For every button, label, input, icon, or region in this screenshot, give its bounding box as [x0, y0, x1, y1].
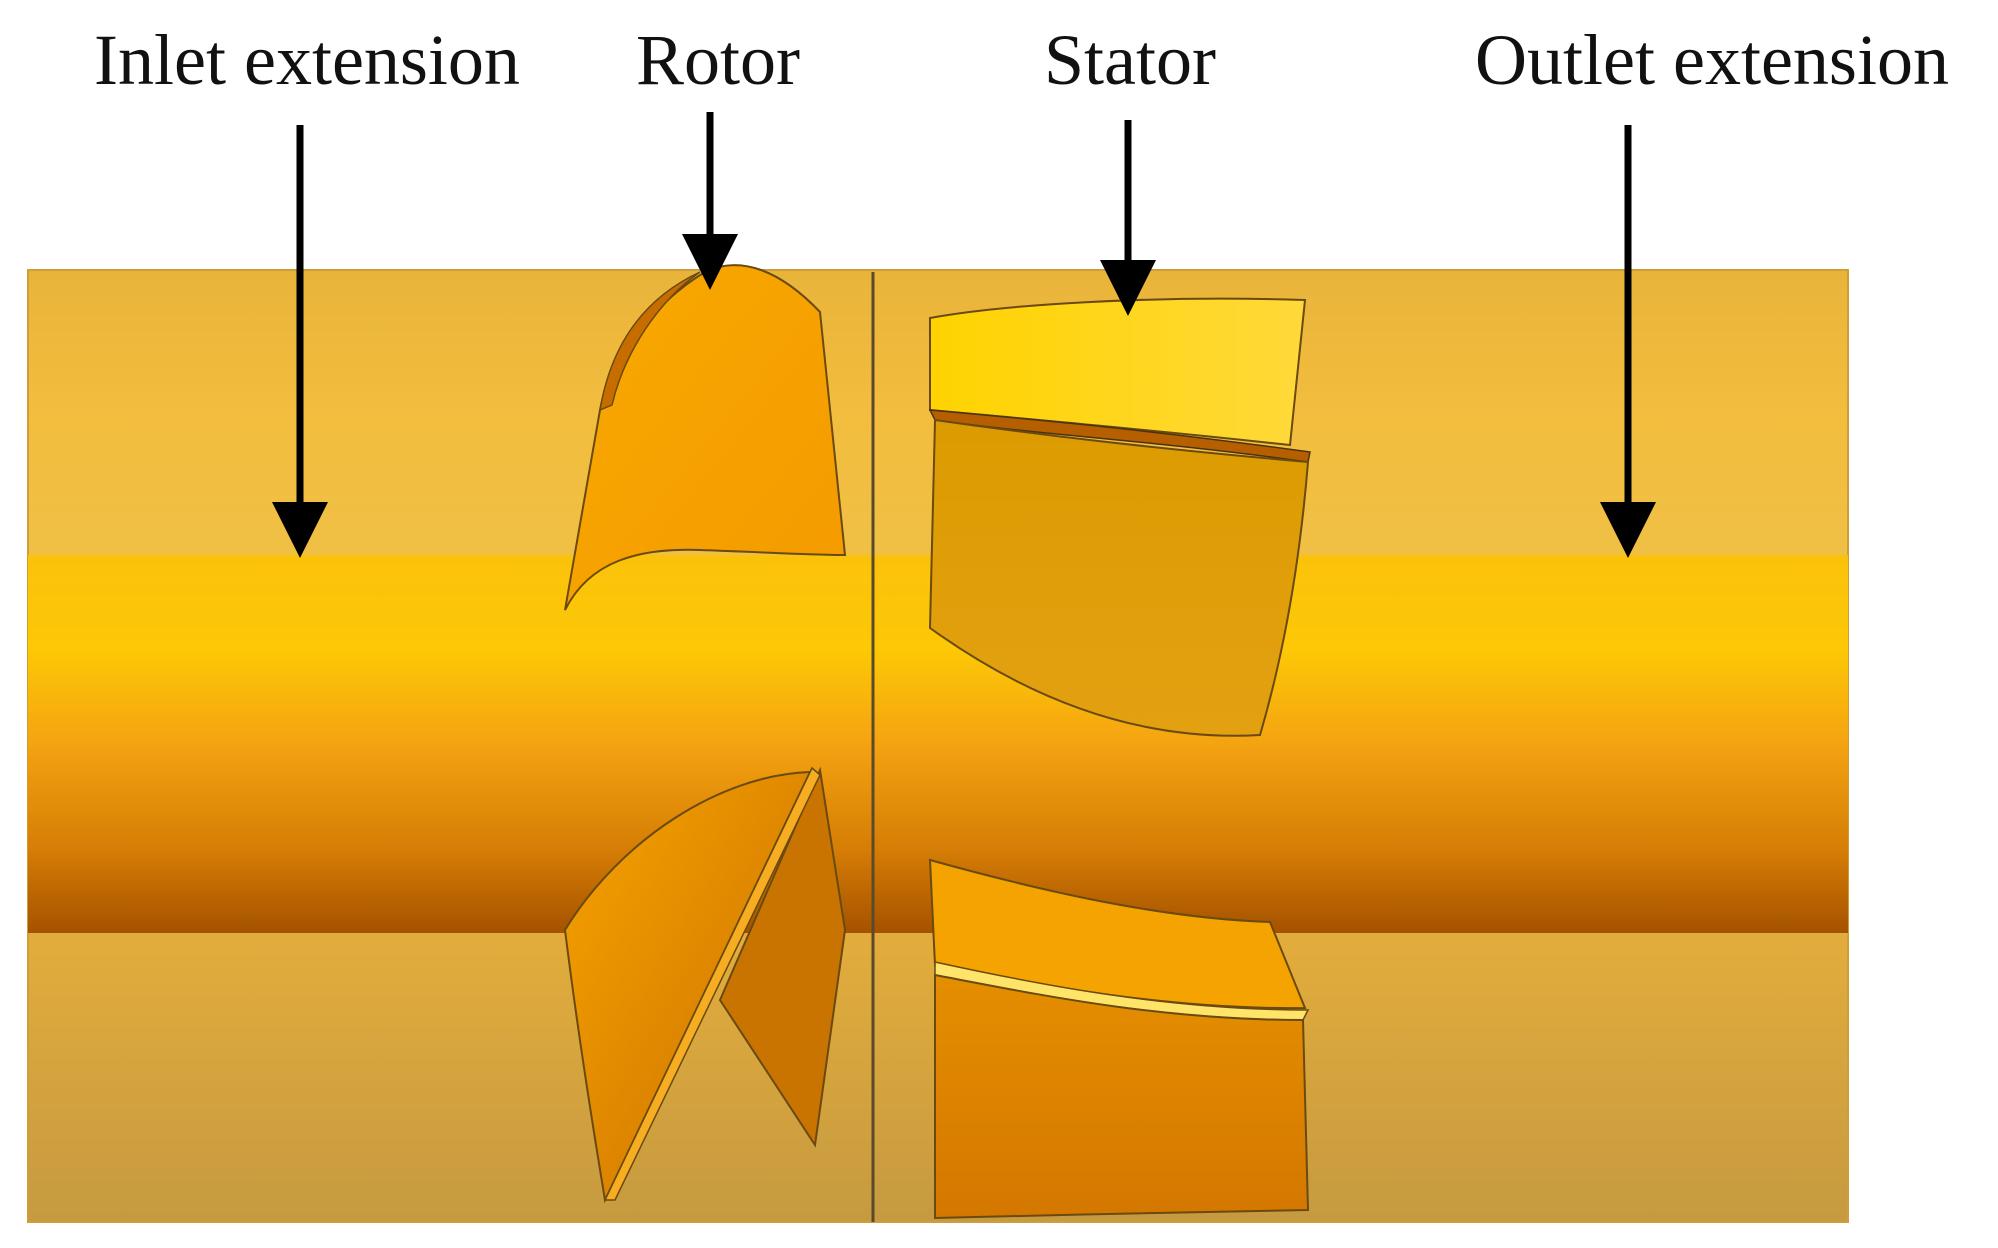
stator-vane-upper-body — [928, 418, 1310, 737]
stator-vanes — [928, 297, 1311, 1220]
rotor-blades — [563, 264, 847, 1204]
pointer-arrows — [272, 112, 1656, 558]
outlet-label: Outlet extension — [1475, 20, 1949, 100]
rotor-label: Rotor — [636, 20, 800, 100]
stator-label: Stator — [1044, 20, 1216, 100]
labels: Inlet extension Rotor Stator Outlet exte… — [94, 20, 1949, 100]
stator-vane-lower-body — [934, 973, 1310, 1220]
rotor-blade-lower-back — [718, 766, 847, 1148]
rotor-blade-lower-edge — [603, 766, 821, 1201]
inlet-label: Inlet extension — [94, 20, 520, 100]
